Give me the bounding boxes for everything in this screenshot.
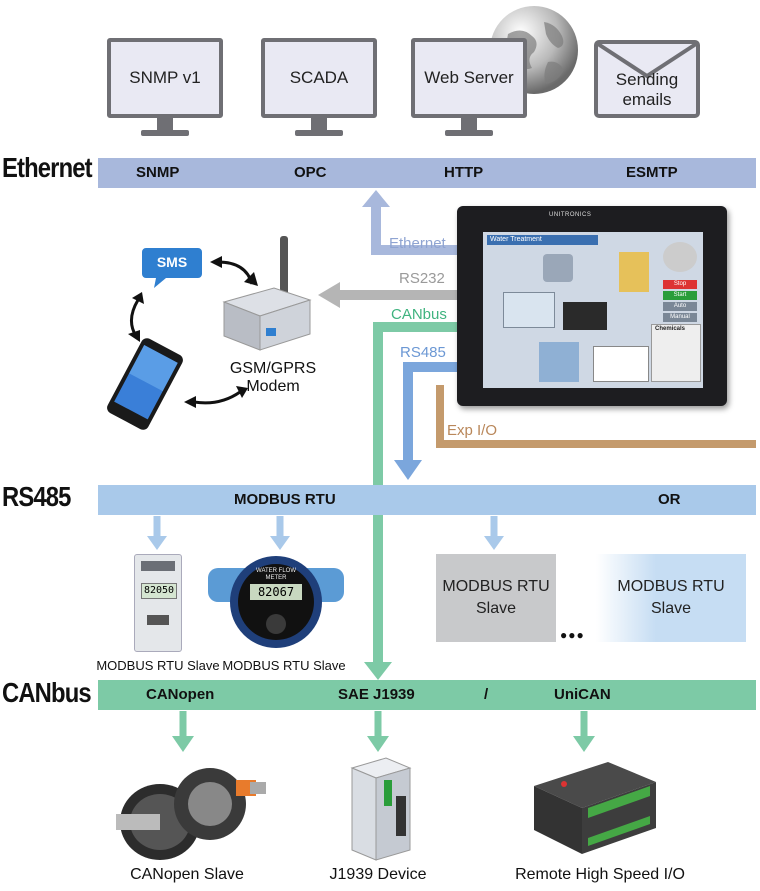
- canbus-arrowhead: [364, 662, 392, 680]
- canbus-bus: CANopen SAE J1939 / UniCAN: [98, 680, 756, 710]
- or-label: OR: [658, 491, 681, 508]
- flow-meter-display: 82067: [250, 584, 302, 600]
- hmi-chemicals-label: Chemicals: [655, 326, 686, 332]
- rs485-link-line: [403, 362, 458, 462]
- canbus-link-label: CANbus: [391, 306, 447, 323]
- sms-label: SMS: [156, 254, 188, 270]
- sms-bubble-icon: [142, 248, 202, 288]
- hmi-brand: UNITRONICS: [549, 212, 592, 218]
- ethernet-arrowhead: [362, 190, 390, 207]
- monitor-screen: Web Server: [411, 38, 527, 118]
- device-caption: MODBUS RTU Slave: [96, 658, 220, 673]
- protocol-label: UniCAN: [554, 686, 611, 703]
- rs485-arrowhead: [394, 460, 422, 480]
- hmi-start-button[interactable]: Start: [663, 291, 697, 300]
- hmi-auto-button[interactable]: Auto: [663, 302, 697, 311]
- sms-cycle-arrow: [130, 299, 140, 337]
- envelope-icon: [594, 40, 700, 118]
- modbus-slave-box-alt: MODBUS RTU Slave: [596, 554, 746, 642]
- protocol-label: /: [484, 686, 489, 703]
- smartphone-icon: [107, 338, 183, 430]
- hmi-screen: Water Treatment Chemicals Stop Start Aut…: [483, 232, 703, 388]
- protocol-label: ESMTP: [626, 164, 678, 181]
- rs232-arrowhead: [318, 282, 340, 308]
- email-monitor: Sending emails: [594, 40, 700, 118]
- remote-io-icon: [534, 762, 656, 854]
- hmi-stop-button[interactable]: Stop: [663, 280, 697, 289]
- rs485-side-label: RS485: [2, 481, 71, 512]
- monitor-screen: SCADA: [261, 38, 377, 118]
- rs485-bus: MODBUS RTU OR: [98, 485, 756, 515]
- gauge-icon: [663, 242, 697, 272]
- modem-icon: [222, 236, 312, 351]
- ethernet-side-label: Ethernet: [2, 152, 93, 183]
- encoder-icon: [116, 768, 266, 860]
- device-caption: MODBUS RTU Slave: [222, 658, 346, 673]
- ellipsis: ●●●: [560, 628, 585, 642]
- canbus-link-line: [373, 322, 458, 664]
- protocol-label: SAE J1939: [338, 686, 415, 703]
- hmi-title: Water Treatment: [487, 235, 598, 245]
- device-caption: J1939 Device: [329, 866, 427, 883]
- modbus-slave-box: MODBUS RTU Slave: [436, 554, 556, 642]
- exp-io-link-label: Exp I/O: [447, 422, 498, 439]
- flow-meter-icon: [208, 556, 344, 648]
- ethernet-link-line: [371, 205, 458, 255]
- hmi-manual-button[interactable]: Manual: [663, 313, 697, 322]
- protocol-label: CANopen: [146, 686, 215, 703]
- din-rail-meter: 82050: [134, 554, 182, 652]
- protocol-label: MODBUS RTU: [234, 491, 336, 508]
- exp-io-link-line: [436, 385, 756, 448]
- monitor-label: Sending emails: [615, 70, 679, 109]
- ethernet-bus: SNMP OPC HTTP ESMTP: [98, 158, 756, 188]
- sms-cycle-arrow: [193, 390, 241, 405]
- canbus-side-label: CANbus: [2, 677, 92, 708]
- hmi-panel: UNITRONICS Water Treatment Chemicals Sto…: [457, 206, 727, 406]
- ethernet-link-label: Ethernet: [389, 235, 446, 252]
- protocol-label: HTTP: [444, 164, 484, 181]
- protocol-label: SNMP: [136, 164, 180, 181]
- flow-meter-title: WATER FLOW METER: [256, 568, 296, 581]
- rs232-link-label: RS232: [399, 270, 445, 287]
- device-caption: Remote High Speed I/O: [515, 866, 685, 883]
- modem-caption: GSM/GPRS Modem: [229, 360, 317, 395]
- monitor-screen: SNMP v1: [107, 38, 223, 118]
- protocol-label: OPC: [294, 164, 327, 181]
- rs485-link-label: RS485: [400, 344, 446, 361]
- meter-display: 82050: [141, 583, 177, 599]
- j1939-device-icon: [350, 757, 412, 861]
- device-caption: CANopen Slave: [130, 866, 244, 883]
